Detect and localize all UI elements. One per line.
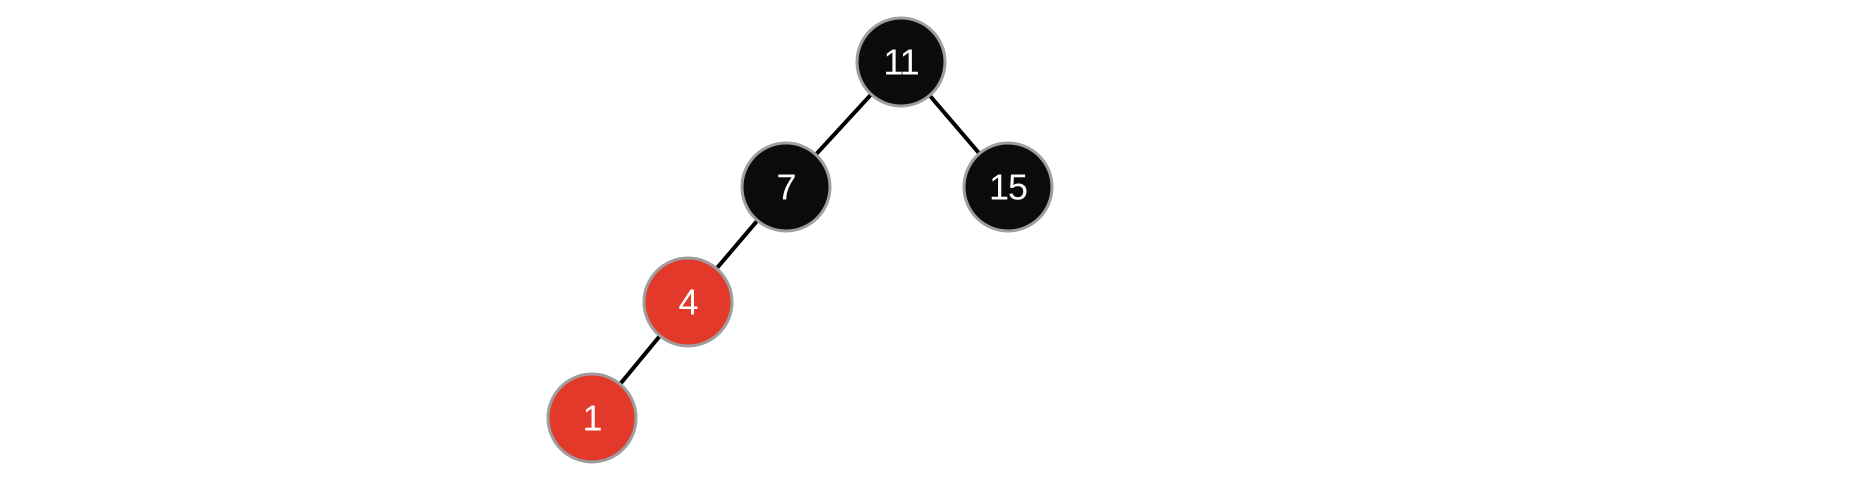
black-node-circle: [962, 141, 1054, 233]
tree-node-label: 11: [883, 42, 918, 83]
red-node-circle: [642, 256, 734, 348]
tree-node-label: 1: [582, 398, 601, 439]
tree-node-11: 11: [855, 16, 947, 108]
red-node-circle: [546, 372, 638, 464]
tree-node-7: 7: [740, 141, 832, 233]
tree-node-label: 4: [678, 282, 697, 323]
tree-node-1: 1: [546, 372, 638, 464]
black-node-circle: [740, 141, 832, 233]
black-node-circle: [855, 16, 947, 108]
tree-node-15: 15: [962, 141, 1054, 233]
tree-node-label: 15: [989, 167, 1027, 208]
tree-node-label: 7: [776, 167, 795, 208]
tree-node-4: 4: [642, 256, 734, 348]
